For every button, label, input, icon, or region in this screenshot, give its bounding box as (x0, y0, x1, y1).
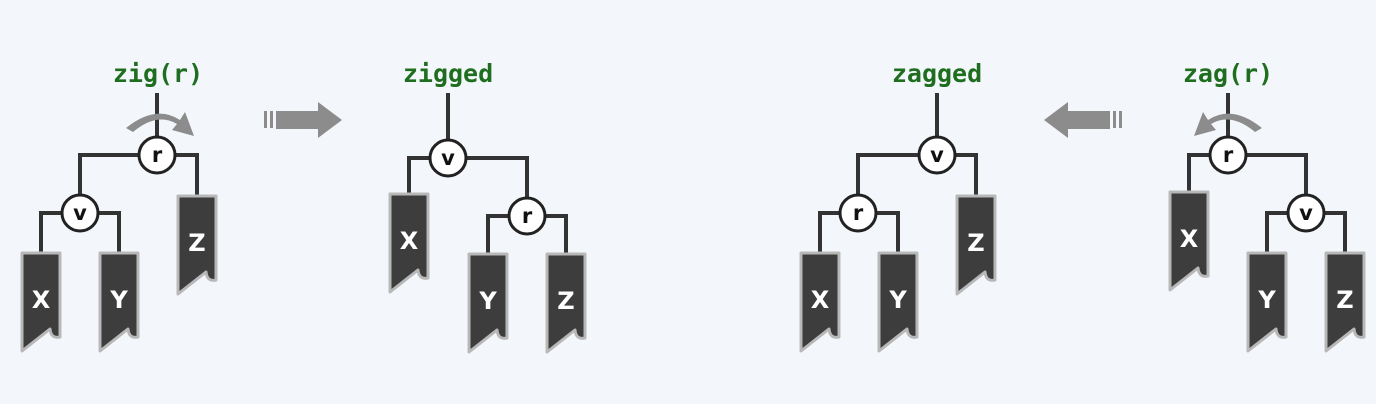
zagged-child-node: r (838, 193, 878, 233)
zagged-label: zagged (892, 59, 982, 88)
zig-subtree-y-label: Y (109, 286, 128, 314)
zig-subtree-z: Z (176, 194, 218, 296)
zig-root-label: r (152, 143, 163, 167)
zagged-subtree-z-label: Z (967, 229, 984, 257)
zag-root-node: r (1208, 135, 1248, 175)
zag-subtree-z-label: Z (1336, 286, 1353, 314)
zigged-panel: zigged v r X Y Z (388, 59, 587, 354)
zagged-subtree-x: X (799, 251, 841, 353)
zagged-subtree-y-label: Y (888, 286, 907, 314)
zag-subtree-y-label: Y (1257, 286, 1276, 314)
zigged-edges (407, 93, 568, 256)
zagged-subtree-x-label: X (811, 286, 830, 314)
zag-child-node: v (1286, 193, 1326, 233)
zigged-subtree-z-label: Z (557, 287, 574, 315)
zigged-root-node: v (428, 138, 468, 178)
zag-panel: zag(r) r v X Y Z (1168, 59, 1366, 353)
zag-label: zag(r) (1183, 59, 1273, 88)
zag-subtree-z: Z (1324, 251, 1366, 353)
zig-child-label: v (73, 201, 87, 225)
zigged-subtree-y: Y (467, 252, 509, 354)
zagged-edges (818, 93, 978, 254)
zag-subtree-x: X (1168, 190, 1210, 292)
zig-label: zig(r) (113, 59, 203, 88)
zag-subtree-y: Y (1246, 251, 1288, 353)
zagged-child-label: r (853, 201, 864, 225)
zagged-root-label: v (930, 143, 944, 167)
zagged-panel: zagged v r X Y Z (799, 59, 997, 353)
right-arrow-icon (264, 102, 342, 138)
zigged-label: zigged (403, 59, 493, 88)
zig-panel: zig(r) r v X Y Z (20, 59, 218, 353)
zagged-root-node: v (917, 135, 957, 175)
zig-subtree-x: X (20, 251, 62, 353)
zag-child-label: v (1299, 201, 1313, 225)
zigged-subtree-x: X (388, 192, 430, 294)
zig-subtree-z-label: Z (188, 229, 205, 257)
counterclockwise-rotation-icon (1194, 112, 1262, 136)
zig-subtree-x-label: X (32, 286, 51, 314)
zag-edges (1187, 93, 1347, 254)
zigged-subtree-y-label: Y (478, 287, 497, 315)
zig-child-node: v (60, 193, 100, 233)
zigged-child-node: r (507, 196, 547, 236)
clockwise-rotation-icon (126, 112, 194, 136)
left-arrow-icon (1044, 102, 1122, 138)
zigged-subtree-z: Z (545, 252, 587, 354)
zag-subtree-x-label: X (1180, 225, 1199, 253)
zigged-child-label: r (522, 204, 533, 228)
zagged-subtree-z: Z (955, 194, 997, 296)
zigged-root-label: v (441, 146, 455, 170)
zigged-subtree-x-label: X (400, 227, 419, 255)
zag-root-label: r (1223, 143, 1234, 167)
zagged-subtree-y: Y (877, 251, 919, 353)
zig-subtree-y: Y (98, 251, 140, 353)
zig-root-node: r (137, 135, 177, 175)
